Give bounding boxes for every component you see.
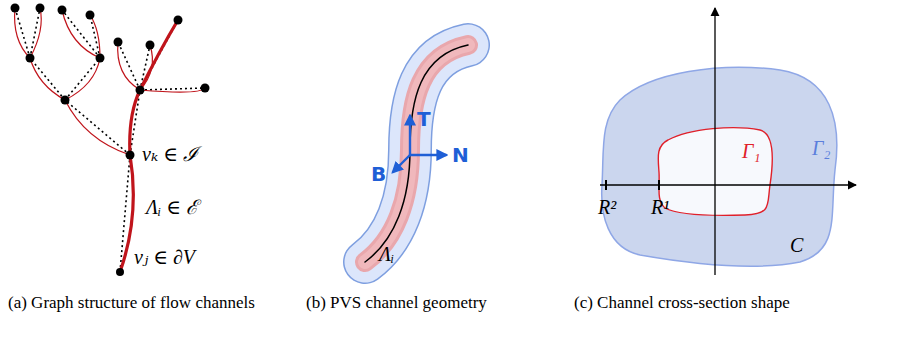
binormal-label: B bbox=[371, 163, 386, 186]
tangent-label: T bbox=[417, 108, 431, 131]
vertex-label: vₖ ∈ ℐ bbox=[142, 143, 198, 166]
normal-label: N bbox=[452, 144, 469, 167]
channel-label: Λᵢ bbox=[379, 243, 394, 266]
cross-section bbox=[600, 8, 856, 275]
region-label: C bbox=[790, 234, 803, 257]
subfigure-caption: (c) Channel cross-section shape bbox=[574, 293, 806, 313]
pvs-channel bbox=[365, 45, 468, 262]
boundary-label: Γ₂ bbox=[812, 137, 830, 160]
boundary-label: Γ₁ bbox=[742, 140, 760, 163]
subfigure-caption: (a) Graph structure of flow channels bbox=[8, 293, 258, 313]
graph-tree bbox=[11, 4, 210, 277]
radius-label: R¹ bbox=[651, 196, 669, 219]
vertex-label: vⱼ ∈ ∂V bbox=[134, 246, 195, 269]
radius-label: R² bbox=[598, 196, 616, 219]
edge-label: Λᵢ ∈ ℰ bbox=[146, 196, 198, 219]
subfigure-caption: (b) PVS channel geometry bbox=[306, 293, 556, 313]
